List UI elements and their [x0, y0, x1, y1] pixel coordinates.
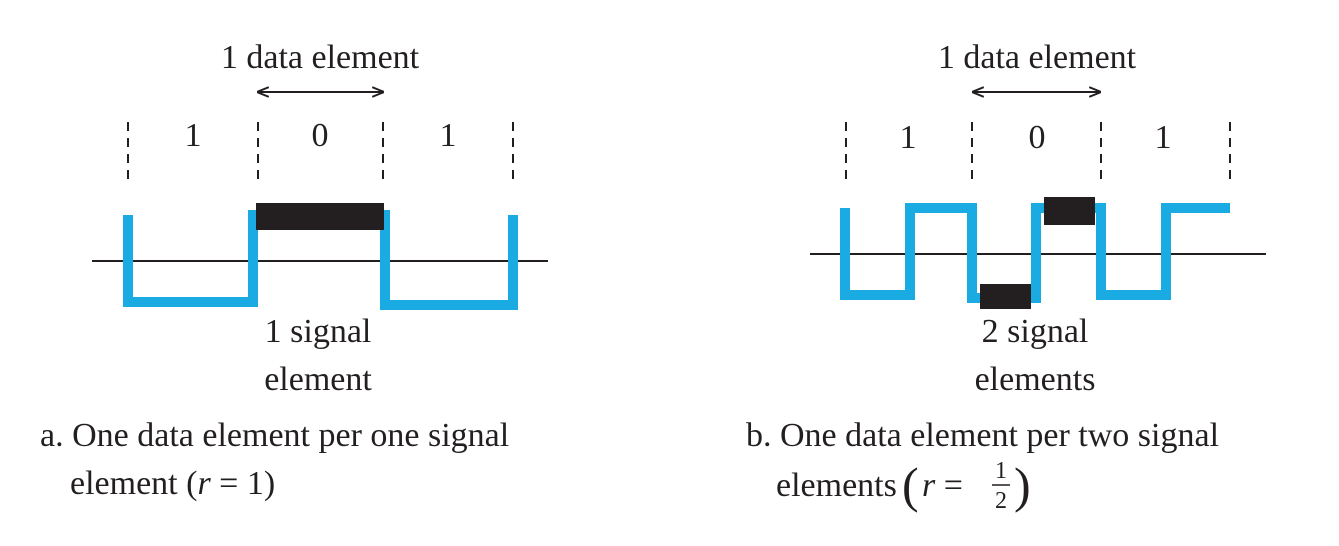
signal-label-line2: elements	[975, 361, 1096, 398]
signal-waveform	[840, 203, 1230, 303]
panel-a: 1 data element 1 0 1 1 signal element a.…	[40, 39, 548, 502]
signal-element-block-low	[980, 284, 1031, 309]
caption-line1: a. One data element per one signal	[40, 417, 509, 454]
data-element-block	[256, 203, 384, 230]
caption-line2-prefix: elements	[776, 467, 897, 504]
caption-line2: element (r = 1)	[70, 465, 275, 502]
bit-label: 1	[900, 119, 917, 156]
signal-label-line1: 1 signal	[265, 313, 372, 350]
caption-open-paren: (	[902, 457, 919, 513]
caption-line1: b. One data element per two signal	[746, 417, 1219, 454]
panel-a-diagram: 1 data element 1 0 1 1 signal element a.…	[40, 39, 548, 502]
panel-b-diagram: 1 data element 1 0 1 2 signal elements b…	[746, 39, 1266, 514]
signal-label-line2: element	[264, 361, 372, 398]
panel-b: 1 data element 1 0 1 2 signal elements b…	[670, 0, 1339, 546]
bit-label: 0	[312, 117, 329, 154]
bit-label: 1	[1155, 119, 1172, 156]
bit-label: 1	[440, 117, 457, 154]
fraction-numerator: 1	[995, 458, 1007, 484]
panel-b-title: 1 data element	[938, 39, 1137, 76]
bit-label: 0	[1029, 119, 1046, 156]
fraction-denominator: 2	[995, 488, 1007, 514]
signal-label-line1: 2 signal	[982, 313, 1089, 350]
signal-element-block-high	[1044, 197, 1095, 225]
caption-close-paren: )	[1014, 457, 1031, 513]
caption-r-eq: r =	[922, 467, 963, 504]
bit-label: 1	[185, 117, 202, 154]
panel-a-title: 1 data element	[221, 39, 420, 76]
